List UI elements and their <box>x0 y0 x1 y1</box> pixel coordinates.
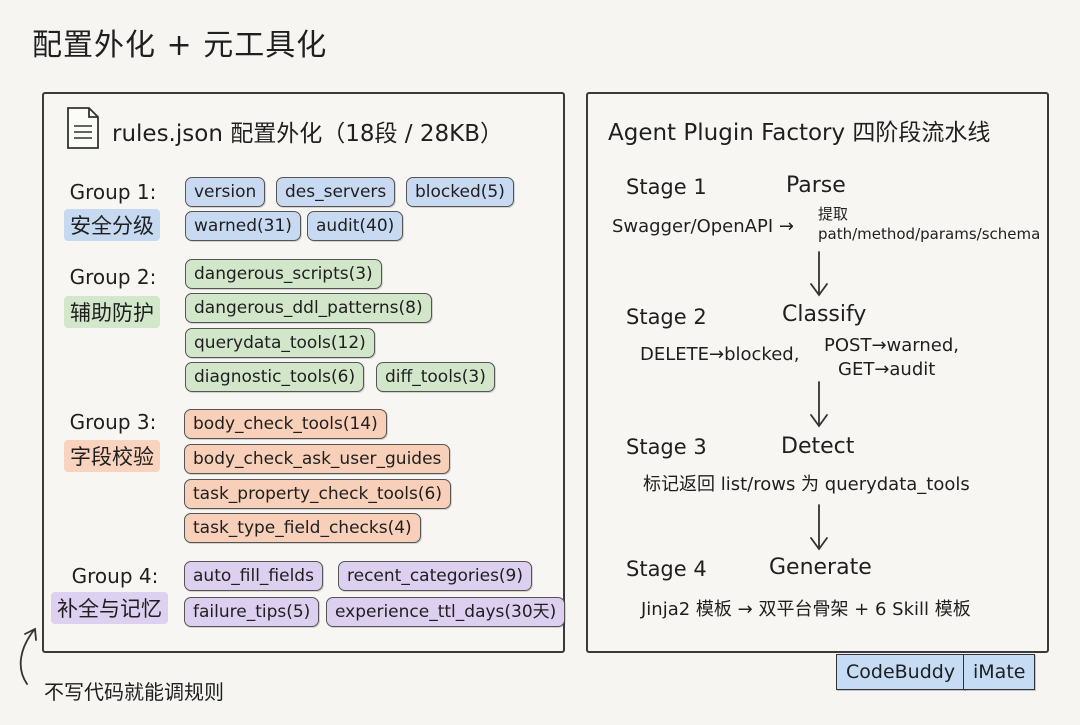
stage-2-delete: DELETE→blocked, <box>640 344 800 365</box>
stage-2-label: Stage 2 <box>626 305 707 329</box>
footnote-text: 不写代码就能调规则 <box>44 680 224 704</box>
chip-blocked: blocked(5) <box>406 177 514 207</box>
pipeline-title: Agent Plugin Factory 四阶段流水线 <box>608 120 991 146</box>
stage-1-name: Parse <box>786 173 846 198</box>
group-2-label: Group 2: <box>69 265 157 289</box>
chip-task-type-field-checks: task_type_field_checks(4) <box>184 513 421 543</box>
chip-body-check-tools: body_check_tools(14) <box>184 409 387 439</box>
stage-3-desc: 标记返回 list/rows 为 querydata_tools <box>643 474 970 495</box>
down-arrow-3 <box>810 504 828 551</box>
chip-warned: warned(31) <box>185 211 301 241</box>
imate-badge: iMate <box>963 654 1036 690</box>
group-1-sub: 安全分级 <box>64 209 160 241</box>
group-3-label: Group 3: <box>69 410 157 434</box>
group-3-sub: 字段校验 <box>64 440 160 472</box>
down-arrow-1 <box>810 251 828 297</box>
chip-task-property-check-tools: task_property_check_tools(6) <box>184 479 451 509</box>
down-arrow-2 <box>810 381 828 428</box>
chip-experience-ttl-days: experience_ttl_days(30天) <box>326 597 566 627</box>
stage-3-name: Detect <box>781 434 855 459</box>
chip-diagnostic-tools: diagnostic_tools(6) <box>185 362 365 392</box>
pipeline-panel <box>586 92 1049 653</box>
stage-1-extract: 提取 <box>818 205 849 223</box>
stage-4-name: Generate <box>769 555 872 580</box>
group-2-sub: 辅助防护 <box>64 296 160 328</box>
curved-arrow-icon <box>19 627 37 685</box>
stage-4-desc: Jinja2 模板 → 双平台骨架 + 6 Skill 模板 <box>641 599 971 620</box>
codebuddy-badge: CodeBuddy <box>836 654 966 690</box>
group-4-label: Group 4: <box>71 564 159 588</box>
document-icon <box>67 107 99 149</box>
chip-failure-tips: failure_tips(5) <box>184 597 320 627</box>
stage-2-get: GET→audit <box>838 359 936 380</box>
stage-1-extract-detail: path/method/params/schema <box>818 225 1041 243</box>
stage-2-name: Classify <box>782 302 867 327</box>
chip-querydata-tools: querydata_tools(12) <box>185 328 375 358</box>
group-1-label: Group 1: <box>69 180 157 204</box>
chip-auto-fill-fields: auto_fill_fields <box>184 561 323 591</box>
chip-dangerous-ddl-patterns: dangerous_ddl_patterns(8) <box>185 293 432 323</box>
rules-json-title: rules.json 配置外化（18段 / 28KB） <box>112 121 503 147</box>
chip-version: version <box>185 177 266 207</box>
chip-diff-tools: diff_tools(3) <box>376 362 495 392</box>
chip-des-servers: des_servers <box>276 177 396 207</box>
stage-4-label: Stage 4 <box>626 557 707 581</box>
chip-dangerous-scripts: dangerous_scripts(3) <box>185 259 382 289</box>
page-title: 配置外化 + 元工具化 <box>32 28 328 63</box>
stage-1-label: Stage 1 <box>626 175 707 199</box>
chip-recent-categories: recent_categories(9) <box>338 561 533 591</box>
chip-body-check-ask-user-guides: body_check_ask_user_guides <box>184 444 451 474</box>
chip-audit: audit(40) <box>307 211 404 241</box>
stage-3-label: Stage 3 <box>626 435 707 459</box>
stage-1-input: Swagger/OpenAPI → <box>612 216 794 237</box>
group-4-sub: 补全与记忆 <box>51 592 168 624</box>
stage-2-post: POST→warned, <box>824 335 959 356</box>
